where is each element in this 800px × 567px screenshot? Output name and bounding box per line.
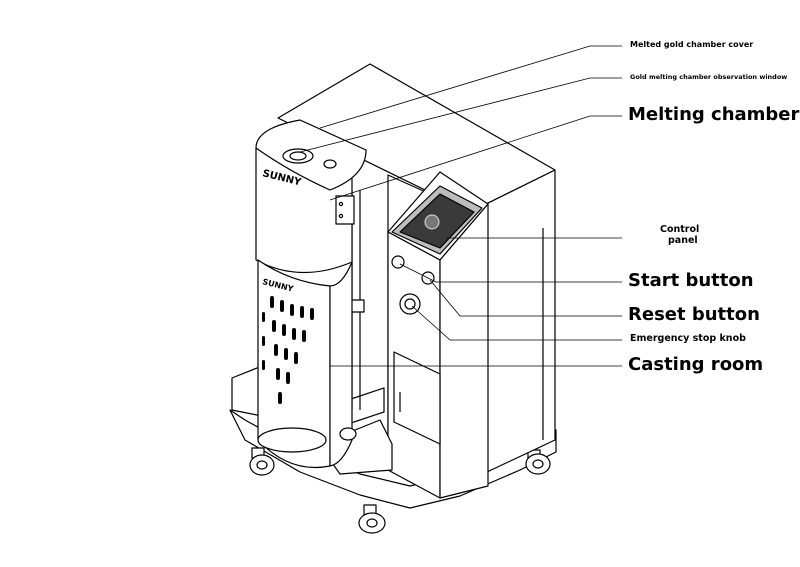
label-emergency-stop: Emergency stop knob: [630, 333, 746, 344]
caster-front-center: [358, 504, 386, 534]
start-button: [391, 255, 405, 269]
leader-chamber: [329, 115, 622, 201]
label-control-panel-2: panel: [668, 235, 698, 246]
leader-cover: [319, 45, 622, 129]
label-start-button: Start button: [628, 270, 754, 291]
leader-start: [399, 263, 622, 283]
label-reset-button: Reset button: [628, 304, 760, 325]
label-control-panel-1: Control: [660, 224, 700, 235]
control-panel-dial: [424, 214, 440, 230]
label-melting-chamber: Melting chamber: [628, 104, 800, 125]
label-casting-room: Casting room: [628, 354, 764, 375]
leader-reset: [429, 279, 622, 317]
caster-front-left: [249, 447, 275, 476]
cabinet-door: [393, 351, 441, 445]
label-chamber-cover: Melted gold chamber cover: [630, 40, 754, 49]
leader-estop: [411, 305, 622, 341]
caster-right: [525, 449, 551, 475]
label-observation-window: Gold melting chamber observation window: [630, 73, 788, 81]
leader-window: [299, 77, 622, 153]
